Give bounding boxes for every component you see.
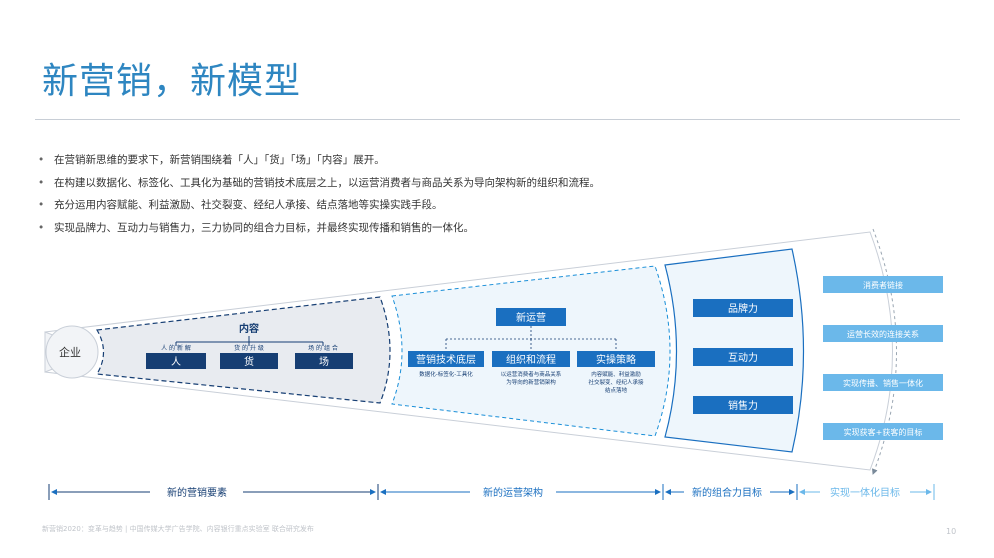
ops-label-strategy: 实操策略 xyxy=(596,353,636,366)
force-box-interaction xyxy=(693,348,793,366)
ops-desc-strategy-1: 内容赋能、利益激励 xyxy=(591,370,641,378)
enterprise-node xyxy=(45,325,99,379)
elements-section xyxy=(96,296,391,404)
ops-label-org: 组织和流程 xyxy=(506,353,556,366)
force-brand: 品牌力 xyxy=(728,302,758,315)
element-goods: 货 xyxy=(244,355,254,368)
bullet-marker: • xyxy=(38,199,45,211)
force-box-sales xyxy=(693,396,793,414)
axis-label-integration: 实现一体化目标 xyxy=(830,486,900,499)
ops-label-tech: 营销技术底层 xyxy=(416,353,476,366)
axis-label-forces: 新的组合力目标 xyxy=(692,486,762,499)
bullet-text: 充分运用内容赋能、利益激励、社交裂变、经纪人承接、结点落地等实操实践手段。 xyxy=(54,199,443,211)
goal-2: 运营长效的连接关系 xyxy=(847,329,919,339)
bullet-text: 在构建以数据化、标签化、工具化为基础的营销技术底层之上，以运营消费者与商品关系为… xyxy=(54,176,600,189)
page-title: 新营销，新模型 xyxy=(42,61,302,102)
goal-box-4 xyxy=(823,423,943,440)
force-box-brand xyxy=(693,299,793,317)
ops-desc-org-2: 为导向的新营销架构 xyxy=(506,378,556,386)
ops-desc-org-1: 以运营消费者与商品关系 xyxy=(501,370,562,378)
bullet-marker: • xyxy=(38,176,45,189)
sub-label-person: 人 的 新 解 xyxy=(161,344,191,352)
content-connector xyxy=(175,336,324,346)
bullet-item: • 在营销新思维的要求下，新营销围绕着「人」「货」「场」「内容」展开。 xyxy=(38,152,600,175)
bullet-item: • 在构建以数据化、标签化、工具化为基础的营销技术底层之上，以运营消费者与商品关系… xyxy=(38,175,600,198)
page-number: 10 xyxy=(946,527,957,536)
new-ops-box xyxy=(496,308,566,326)
footer-source: 新营销2020：变革与趋势 | 中国传媒大学广告学院、内容银行重点实验室 联合研… xyxy=(42,525,314,533)
goal-3: 实现传播、销售一体化 xyxy=(843,378,923,388)
ops-desc-tech: 数据化-标签化-工具化 xyxy=(419,370,473,378)
title-divider xyxy=(35,119,960,120)
element-goods-box xyxy=(220,353,278,369)
bullet-marker: • xyxy=(38,154,45,166)
funnel-outline xyxy=(44,231,893,471)
axis-label-operations: 新的运营架构 xyxy=(483,486,543,499)
force-interaction: 互动力 xyxy=(728,351,758,364)
enterprise-label: 企业 xyxy=(59,345,81,359)
bullet-marker: • xyxy=(38,221,45,234)
funnel-outer-dash xyxy=(871,228,897,475)
ops-desc-strategy-3: 结点落地 xyxy=(605,386,628,394)
element-scene: 场 xyxy=(319,355,329,368)
element-person-box xyxy=(146,353,206,369)
bullet-item: • 实现品牌力、互动力与销售力，三力协同的组合力目标，并最终实现传播和销售的一体化… xyxy=(38,220,600,243)
ops-desc-strategy-2: 社交裂变、经纪人承接 xyxy=(588,378,644,386)
goal-box-3 xyxy=(823,374,943,391)
element-person: 人 xyxy=(171,356,181,368)
goal-box-2 xyxy=(823,325,943,342)
bullet-list: • 在营销新思维的要求下，新营销围绕着「人」「货」「场」「内容」展开。 • 在构建以… xyxy=(38,152,600,242)
goal-4: 实现获客+获客的目标 xyxy=(844,427,923,437)
bottom-axis: 新的营销要素 新的运营架构 新的组合力目标 实现一体化目标 xyxy=(48,484,935,500)
bullet-text: 实现品牌力、互动力与销售力，三力协同的组合力目标，并最终实现传播和销售的一体化。 xyxy=(54,221,474,234)
new-ops-label: 新运营 xyxy=(516,311,546,324)
bullet-item: • 充分运用内容赋能、利益激励、社交裂变、经纪人承接、结点落地等实操实践手段。 xyxy=(38,197,600,220)
sub-label-scene: 场 的 组 合 xyxy=(308,344,338,352)
ops-box-tech xyxy=(408,351,484,367)
goal-1: 消费者链接 xyxy=(863,280,903,290)
ops-box-org xyxy=(492,351,570,367)
force-sales: 销售力 xyxy=(728,399,758,412)
ops-box-strategy xyxy=(577,351,655,367)
axis-label-elements: 新的营销要素 xyxy=(167,486,227,499)
bullet-text: 在营销新思维的要求下，新营销围绕着「人」「货」「场」「内容」展开。 xyxy=(54,154,385,166)
goal-box-1 xyxy=(823,276,943,293)
content-label: 内容 xyxy=(239,322,259,335)
ops-connector xyxy=(445,326,617,351)
sub-label-goods: 货 的 升 级 xyxy=(234,344,264,352)
element-scene-box xyxy=(295,353,353,369)
